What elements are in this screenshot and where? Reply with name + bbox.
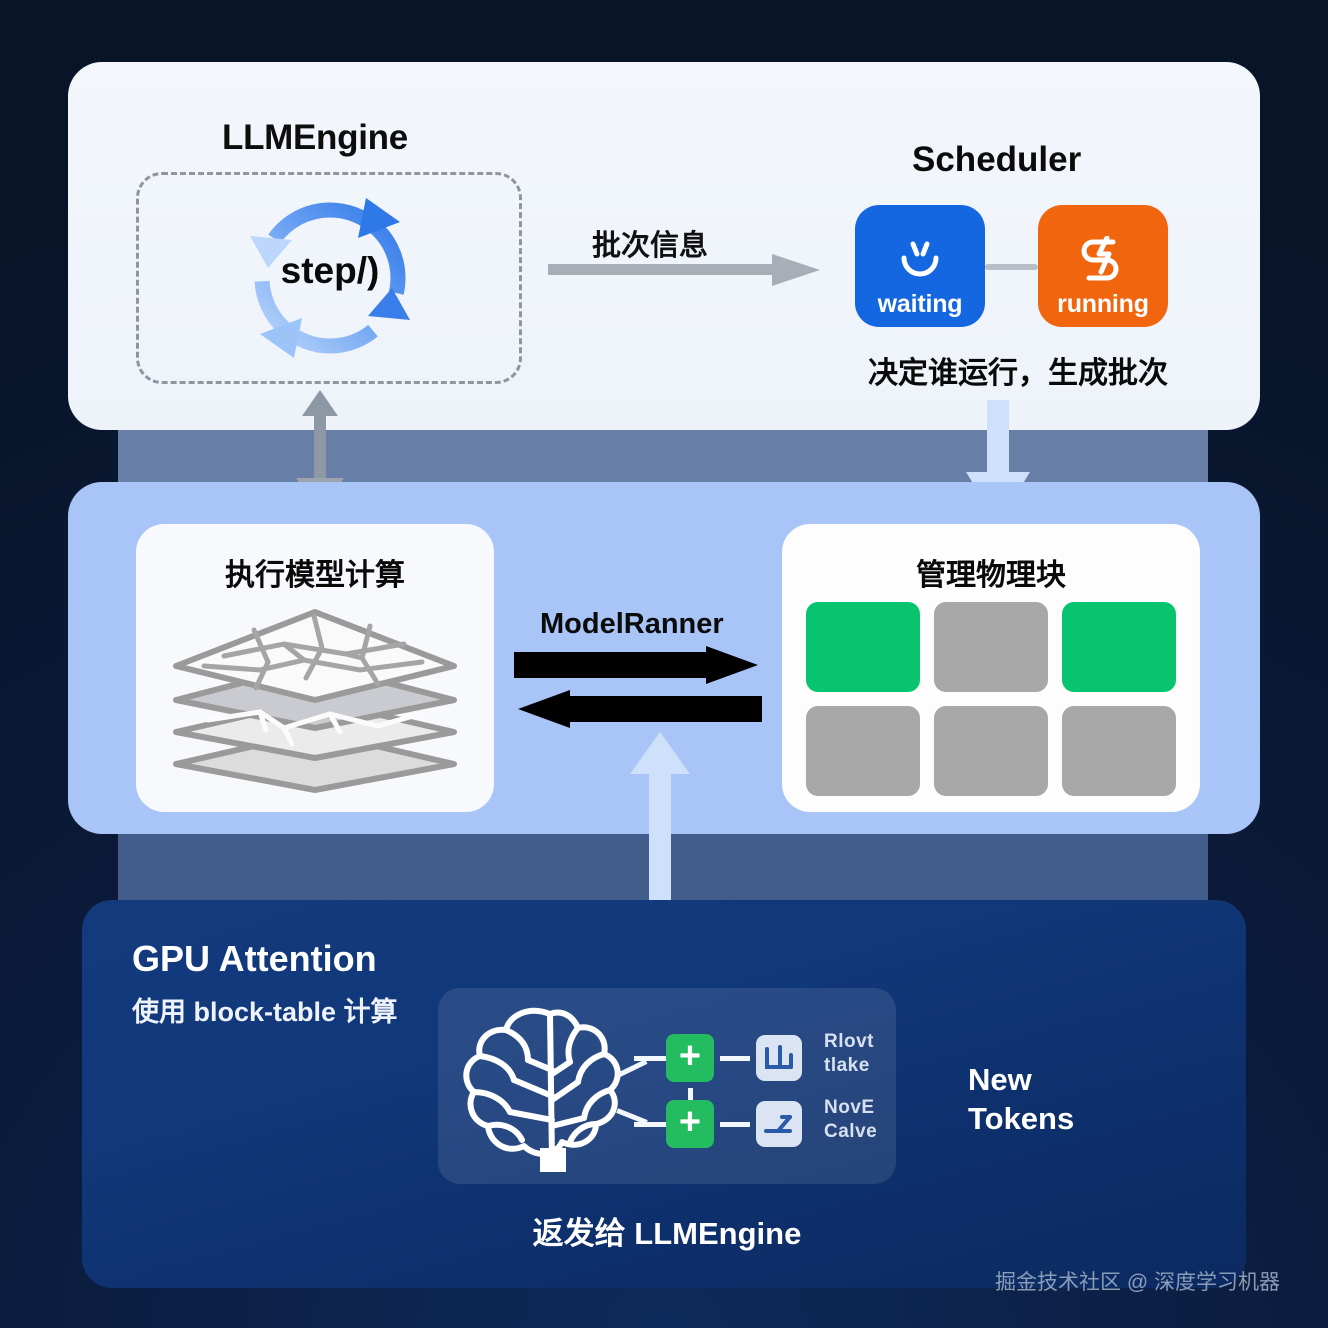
batch-flow-arrow xyxy=(548,254,820,286)
block-cell[interactable] xyxy=(806,706,920,796)
brain-outline-icon xyxy=(463,1007,621,1172)
node-link-top xyxy=(720,1056,750,1061)
block-cell[interactable] xyxy=(1062,602,1176,692)
new-tokens-label: New Tokens xyxy=(968,1062,1075,1136)
modelrunner-label: ModelRanner xyxy=(540,608,724,640)
llmengine-title: LLMEngine xyxy=(222,118,408,157)
block-cell[interactable] xyxy=(934,706,1048,796)
node-link-bottom xyxy=(720,1122,750,1127)
modelrunner-bidirectional-arrows xyxy=(514,646,762,728)
watermark-text: 掘金技术社区 @ 深度学习机器 xyxy=(995,1271,1280,1294)
block-cell[interactable] xyxy=(934,602,1048,692)
circuit-node-icon xyxy=(756,1035,802,1081)
block-cell[interactable] xyxy=(806,602,920,692)
step-loop-dashed-box xyxy=(136,172,522,384)
batch-info-label: 批次信息 xyxy=(592,230,709,262)
brain-compute-card: + + Rlovt tlake NovE Calve xyxy=(438,988,896,1184)
waiting-label: waiting xyxy=(877,290,963,318)
add-node-button[interactable]: + xyxy=(666,1100,714,1148)
node-caption: Rlovt tlake xyxy=(824,1031,874,1076)
node-caption: NovE Calve xyxy=(824,1097,878,1142)
execute-model-card: 执行模型计算 xyxy=(136,524,494,812)
step-method-label: step/) xyxy=(280,250,380,291)
gpu-attention-panel xyxy=(82,900,1246,1288)
scheduler-waiting-badge[interactable]: waiting xyxy=(855,205,985,327)
node-vertical-link xyxy=(688,1088,693,1102)
scheduler-running-badge[interactable]: running xyxy=(1038,205,1168,327)
stacked-layers-icon xyxy=(173,609,457,793)
circuit-branch-icon xyxy=(756,1101,802,1147)
scheduler-queue-connector xyxy=(985,264,1038,270)
scheduler-title: Scheduler xyxy=(912,140,1082,179)
refresh-cycle-icon xyxy=(250,198,410,358)
execute-model-title: 执行模型计算 xyxy=(225,559,405,592)
smiley-arc-icon xyxy=(901,241,939,277)
gpu-attention-subtitle: 使用 block-table 计算 xyxy=(132,997,398,1027)
gpu-attention-title: GPU Attention xyxy=(132,938,377,979)
manage-blocks-card: 管理物理块 xyxy=(782,524,1200,812)
scheduler-caption: 决定谁运行，生成批次 xyxy=(868,357,1168,390)
brain-wire-bottom xyxy=(634,1122,668,1127)
physical-blocks-grid xyxy=(806,602,1176,796)
block-cell[interactable] xyxy=(1062,706,1176,796)
return-to-engine-caption: 返发给 LLMEngine xyxy=(532,1216,802,1251)
add-node-button[interactable]: + xyxy=(666,1034,714,1082)
lightning-bolt-icon xyxy=(1081,236,1119,281)
brain-wire-top xyxy=(634,1056,668,1061)
manage-blocks-title: 管理物理块 xyxy=(916,559,1066,592)
running-label: running xyxy=(1057,290,1149,318)
